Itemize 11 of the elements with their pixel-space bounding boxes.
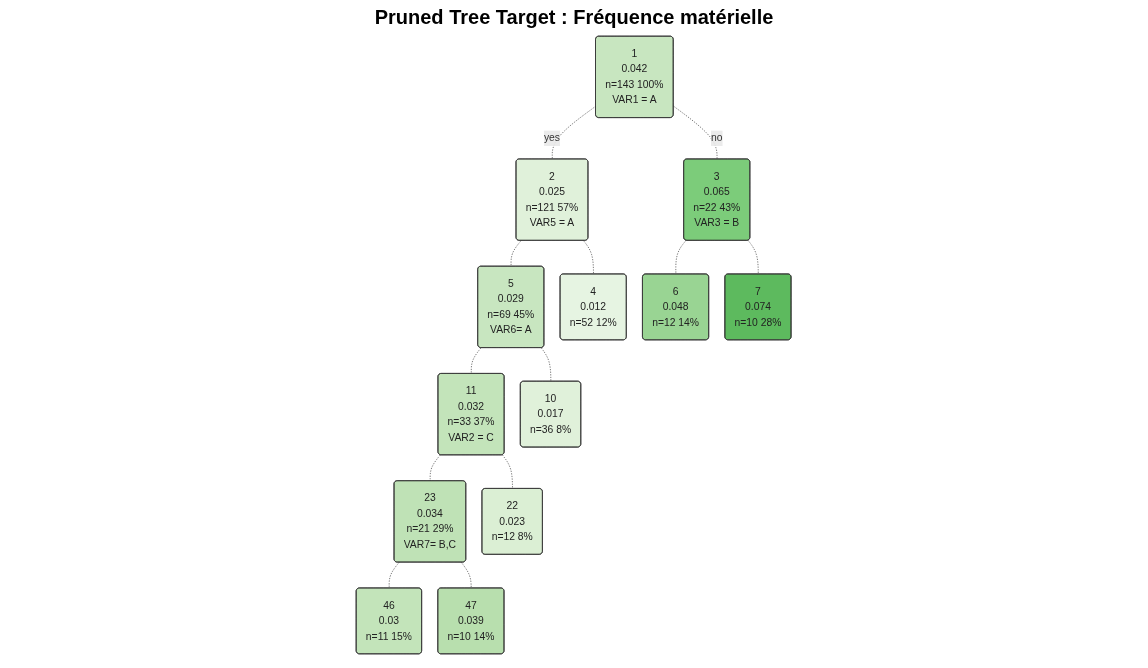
connector bbox=[389, 562, 400, 589]
connector bbox=[748, 240, 759, 275]
edge-label: no bbox=[711, 132, 723, 144]
connector bbox=[583, 240, 595, 275]
edge-label: yes bbox=[544, 132, 561, 144]
connector bbox=[541, 347, 552, 382]
connector bbox=[675, 240, 687, 275]
connector bbox=[511, 240, 522, 267]
diagram-title: Pruned Tree Target : Fréquence matérielle bbox=[373, 6, 775, 29]
connector bbox=[502, 454, 514, 490]
connector bbox=[461, 562, 472, 589]
